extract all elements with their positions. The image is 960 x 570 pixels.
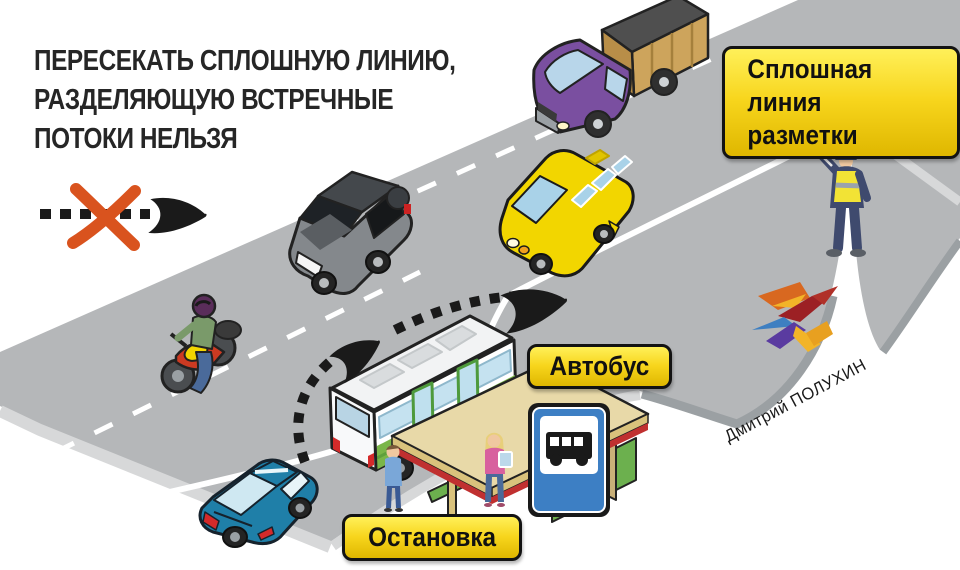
swallow-logo: [752, 282, 838, 352]
road: [0, 0, 960, 542]
motorcycle: [160, 293, 242, 394]
no-crossing-icon: [40, 183, 207, 251]
headline-line-2: РАЗДЕЛЯЮЩУЮ ВСТРЕЧНЫЕ: [34, 84, 394, 116]
pedestrian-man: [384, 445, 403, 512]
x-mark-2: [67, 185, 141, 249]
callout-solid-line: Сплошная линия разметки: [722, 46, 960, 159]
suv: [288, 170, 413, 295]
platform-curb-dark: [879, 238, 960, 355]
trajectory-dots-2: [392, 291, 519, 335]
callout-stop: Остановка: [342, 514, 523, 561]
callout-stop-text: Остановка: [368, 522, 497, 552]
bus-stop-sign: [528, 403, 610, 517]
callout-bus: Автобус: [527, 344, 672, 389]
overtake-trajectory: [293, 280, 572, 464]
arrowhead-icon: [148, 197, 207, 234]
dashed-lane-line-upper: [298, 54, 718, 247]
traffic-officer: [807, 122, 871, 257]
callout-bus-text: Автобус: [549, 351, 650, 381]
headline: ПЕРЕСЕКАТЬ СПЛОШНУЮ ЛИНИЮ, РАЗДЕЛЯЮЩУЮ В…: [34, 42, 471, 159]
headline-line-3: ПОТОКИ НЕЛЬЗЯ: [34, 123, 238, 155]
pedestrian-woman: [484, 432, 513, 507]
bus-pictogram: [546, 432, 592, 466]
headline-line-1: ПЕРЕСЕКАТЬ СПЛОШНУЮ ЛИНИЮ,: [34, 45, 456, 77]
blue-sedan: [198, 458, 319, 548]
route-minibus: [498, 149, 635, 278]
flatbed-truck: [532, 0, 710, 138]
callout-solid-line-text: Сплошная линия разметки: [747, 54, 873, 150]
